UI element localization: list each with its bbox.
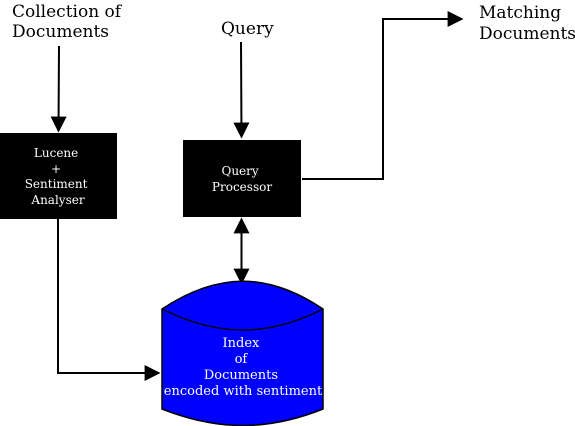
edge-query-to-processor [233,41,250,139]
matching-label: Matching Documents [479,3,575,44]
lucene-label-line-1: Lucene [34,146,78,160]
node-index-database [161,280,324,426]
query-label: Query [221,19,274,39]
lucene-label-line-3: Sentiment [25,177,88,191]
index-label-line-2: of [235,352,249,367]
node-lucene-box [0,133,117,219]
matching-label-line-2: Documents [479,24,575,44]
lucene-label-line-4: Analyser [30,193,84,207]
collection-label: Collection of Documents [12,2,127,42]
edge-processor-to-matching [302,11,464,180]
database-top-rim [161,308,324,331]
collection-label-line-2: Documents [12,22,109,42]
query-label-line-1: Query [221,19,274,39]
processor-label-line-1: Query [221,164,258,178]
processor-label: Query Processor [212,164,272,194]
lucene-label: Lucene + Sentiment Analyser [25,146,92,207]
collection-label-line-1: Collection of [12,2,123,22]
node-query-processor-box [183,140,301,217]
edge-collection-to-lucene [50,45,67,133]
index-label: Index of Documents encoded with sentimen… [164,336,323,399]
edge-lucene-to-index [57,219,161,381]
index-label-line-1: Index [223,336,261,351]
matching-label-line-1: Matching [479,3,561,23]
index-label-line-4: encoded with sentiment [164,384,323,399]
index-label-line-3: Documents [204,368,278,383]
processor-label-line-2: Processor [212,180,272,194]
lucene-label-line-2: + [51,162,61,176]
